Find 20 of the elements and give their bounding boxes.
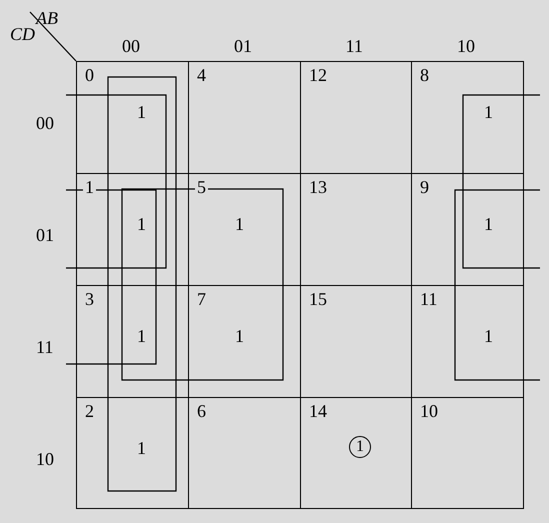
row-header: 10 (36, 448, 54, 468)
cell-value: 1 (484, 102, 493, 122)
column-header: 10 (457, 36, 475, 56)
variable-label: AB (36, 8, 58, 28)
circled-value: 1 (349, 436, 371, 458)
cell-value: 1 (137, 326, 146, 346)
variable-label: CD (10, 24, 36, 44)
cell-value: 1 (484, 326, 493, 346)
cell-value: 1 (137, 438, 146, 458)
cell-value: 1 (235, 326, 244, 346)
column-header: 01 (234, 36, 252, 56)
cell-value: 1 (484, 214, 493, 234)
column-header: 00 (122, 36, 140, 56)
cell-value: 1 (235, 214, 244, 234)
cell-value: 1 (137, 102, 146, 122)
cell-value: 1 (137, 214, 146, 234)
row-header: 11 (36, 337, 54, 357)
row-header: 00 (36, 113, 54, 133)
row-header: 01 (36, 225, 54, 245)
column-header: 11 (346, 36, 363, 56)
